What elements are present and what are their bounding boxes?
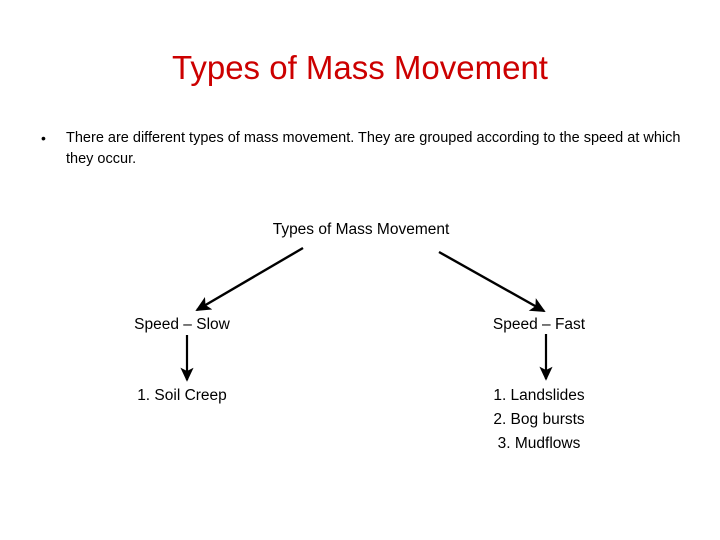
- diagram-node-speed-fast: Speed – Fast: [492, 316, 586, 333]
- diagram-node-speed-slow: Speed – Slow: [134, 316, 230, 333]
- list-item: 1. Soil Creep: [137, 387, 227, 404]
- list-item: 3. Mudflows: [497, 435, 581, 452]
- bullet-item-text: There are different types of mass moveme…: [66, 130, 681, 167]
- list-item: 1. Landslides: [493, 387, 585, 404]
- diagram-leaf-group-fast: 1. Landslides 2. Bog bursts 3. Mudflows: [439, 384, 639, 456]
- diagram-node-root: Types of Mass Movement: [272, 221, 450, 238]
- diagram-leaf-group-slow: 1. Soil Creep: [82, 384, 282, 408]
- list-item: 2. Bog bursts: [493, 411, 585, 428]
- arrow-root-to-fast: [438, 250, 546, 313]
- bullet-marker-icon: •: [41, 130, 46, 146]
- arrow-root-to-slow: [195, 246, 304, 312]
- page-title: Types of Mass Movement: [172, 49, 548, 86]
- bullet-list-item: • There are different types of mass move…: [38, 128, 686, 170]
